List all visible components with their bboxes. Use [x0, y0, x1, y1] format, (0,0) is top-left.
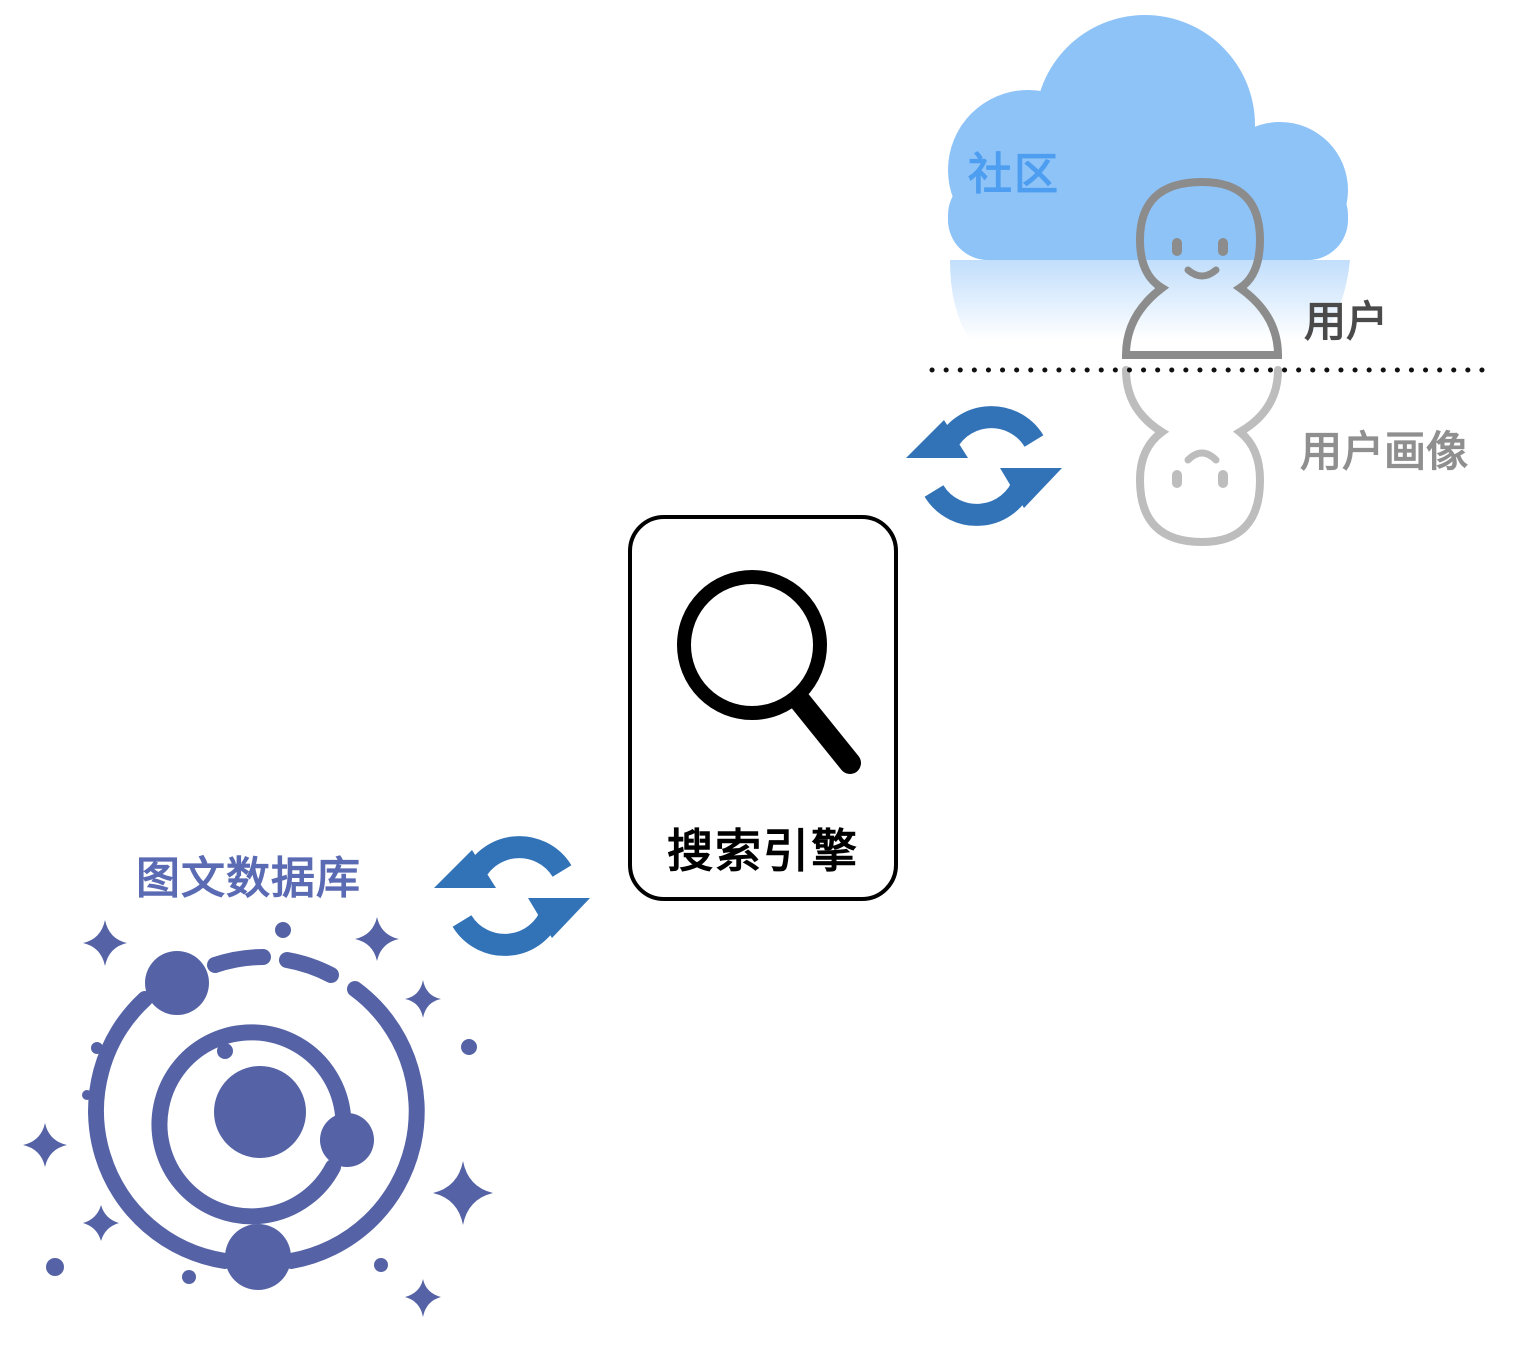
sync-icon: [434, 836, 590, 956]
search-engine-card: 搜索引擎: [628, 515, 898, 901]
user-label: 用户: [1304, 297, 1389, 346]
community-label: 社区: [968, 149, 1060, 200]
search-engine-label: 搜索引擎: [667, 824, 859, 878]
separator-line: [929, 367, 1487, 373]
user-profile-label: 用户画像: [1300, 427, 1469, 476]
person-icon: [1121, 177, 1283, 547]
galaxy-icon: [23, 917, 493, 1317]
database-label: 图文数据库: [136, 853, 361, 904]
sync-icon: [906, 406, 1062, 526]
magnifier-icon: [677, 570, 861, 774]
